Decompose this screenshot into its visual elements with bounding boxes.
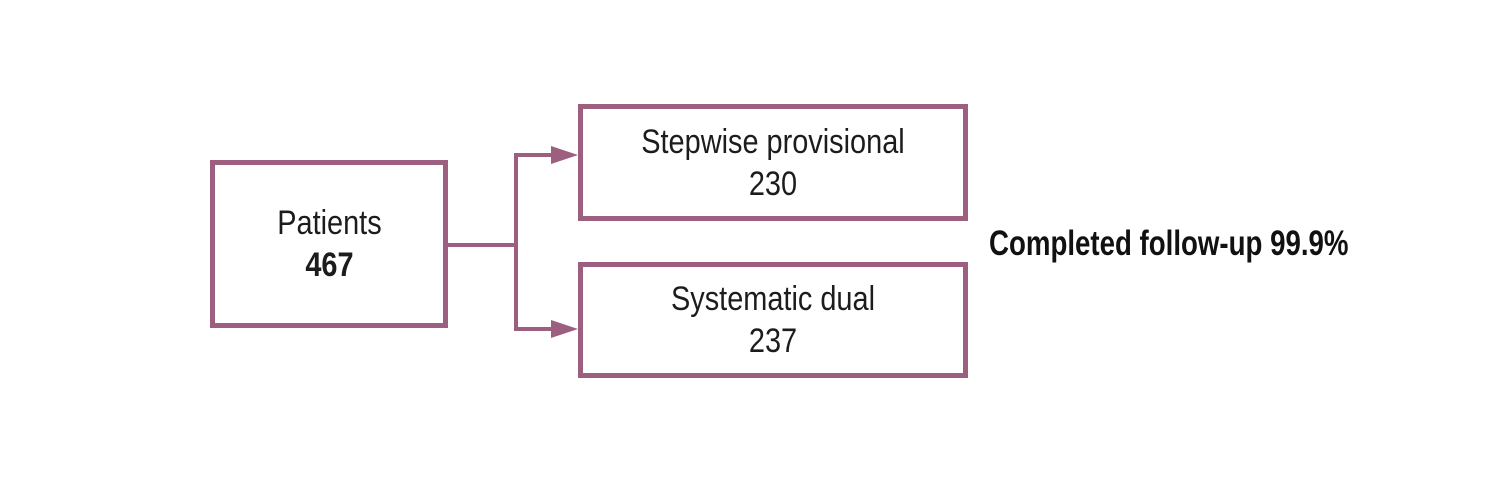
systematic-dual-label: Systematic dual: [671, 280, 875, 318]
completed-follow-up-annotation: Completed follow-up 99.9%: [989, 224, 1349, 263]
patients-box: Patients 467: [210, 160, 448, 328]
patients-count: 467: [304, 246, 354, 284]
arrow-right-icon: [551, 146, 578, 164]
arrow-right-icon: [551, 320, 578, 338]
patients-label: Patients: [276, 204, 382, 242]
systematic-dual-count: 237: [748, 322, 798, 360]
connector-top-branch-line: [514, 153, 554, 157]
patients-box-text: Patients 467: [277, 202, 381, 286]
connector-bottom-branch-line: [514, 327, 554, 331]
stepwise-provisional-count: 230: [748, 164, 798, 203]
systematic-dual-box-text: Systematic dual 237: [671, 278, 875, 362]
connector-trunk-line: [514, 153, 518, 331]
stepwise-provisional-box: Stepwise provisional 230: [578, 104, 968, 221]
stepwise-provisional-box-text: Stepwise provisional 230: [641, 121, 904, 205]
systematic-dual-box: Systematic dual 237: [578, 262, 968, 378]
connector-stem-line: [446, 243, 516, 247]
stepwise-provisional-label: Stepwise provisional: [641, 122, 905, 161]
